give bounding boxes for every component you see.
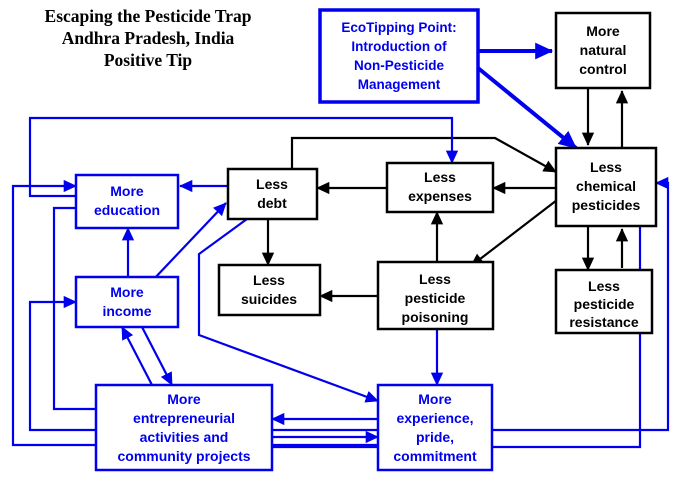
natural-control-box[interactable]	[554, 11, 652, 90]
entrepreneurial-line-4: community projects	[117, 448, 250, 464]
edge-income-to-entrepreneurial	[141, 326, 173, 386]
experience-box[interactable]	[376, 383, 494, 472]
poisoning-line-3: poisoning	[402, 309, 469, 325]
pesticide-resistance-line-1: Less	[588, 278, 620, 294]
title-line-3: Positive Tip	[104, 50, 193, 70]
entrepreneurial-line-1: More	[167, 391, 201, 407]
node-pesticide-resistance[interactable]: Less pesticide resistance	[554, 268, 654, 335]
experience-line-3: pride,	[416, 429, 454, 445]
poisoning-line-1: Less	[419, 271, 451, 287]
expenses-line-1: Less	[424, 169, 456, 185]
tipping-point-box[interactable]	[318, 8, 480, 104]
node-natural-control[interactable]: More natural control	[554, 11, 652, 90]
tipping-point-line-1: EcoTipping Point:	[341, 20, 456, 35]
education-box[interactable]	[74, 173, 180, 230]
node-debt[interactable]: Less debt	[226, 167, 319, 221]
edge-experience-to-chemical-pesticides	[492, 176, 670, 432]
income-box[interactable]	[74, 275, 180, 329]
entrepreneurial-line-3: activities and	[140, 429, 229, 445]
title-line-1: Escaping the Pesticide Trap	[45, 6, 252, 26]
node-suicides[interactable]: Less suicides	[217, 263, 322, 317]
debt-line-2: debt	[257, 195, 287, 211]
tipping-point-line-3: Non-Pesticide	[354, 58, 445, 73]
node-expenses[interactable]: Less expenses	[385, 161, 495, 214]
node-income[interactable]: More income	[74, 275, 180, 329]
suicides-line-1: Less	[253, 272, 285, 288]
edge-chemical-pesticides-to-poisoning	[470, 199, 558, 267]
edge-debt-to-experience	[197, 218, 379, 403]
entrepreneurial-box[interactable]	[94, 383, 274, 472]
title-line-2: Andhra Pradesh, India	[62, 28, 235, 48]
entrepreneurial-line-2: entrepreneurial	[133, 410, 235, 426]
debt-box[interactable]	[226, 167, 319, 221]
poisoning-line-2: pesticide	[405, 290, 466, 306]
poisoning-box[interactable]	[376, 260, 495, 331]
expenses-line-2: expenses	[408, 188, 472, 204]
edge-tipping-point-to-chemical-pesticides	[476, 66, 578, 150]
pesticide-resistance-box[interactable]	[554, 268, 654, 335]
experience-line-2: experience,	[396, 410, 473, 426]
suicides-line-2: suicides	[241, 291, 297, 307]
pesticide-resistance-line-2: pesticide	[574, 296, 635, 312]
chemical-pesticides-line-2: chemical	[576, 178, 636, 194]
chemical-pesticides-line-1: Less	[590, 159, 622, 175]
node-chemical-pesticides[interactable]: Less chemical pesticides	[554, 146, 658, 228]
tipping-point-line-2: Introduction of	[351, 39, 447, 54]
edge-debt-to-chemical-pesticides	[290, 136, 557, 173]
income-line-2: income	[102, 303, 151, 319]
black-link-layer	[261, 88, 629, 303]
chemical-pesticides-box[interactable]	[554, 146, 658, 228]
page-title: Escaping the Pesticide Trap Andhra Prade…	[45, 6, 252, 70]
experience-line-4: commitment	[393, 448, 477, 464]
natural-control-line-3: control	[579, 61, 626, 77]
debt-line-1: Less	[256, 176, 288, 192]
edge-education-to-chemical-pesticides	[28, 116, 459, 198]
node-education[interactable]: More education	[74, 173, 180, 230]
suicides-box[interactable]	[217, 263, 322, 317]
natural-control-line-2: natural	[580, 42, 627, 58]
experience-line-1: More	[418, 391, 452, 407]
education-line-1: More	[110, 183, 144, 199]
node-experience[interactable]: More experience, pride, commitment	[376, 383, 494, 472]
pesticide-resistance-line-3: resistance	[569, 314, 638, 330]
node-tipping-point[interactable]: EcoTipping Point: Introduction of Non-Pe…	[318, 8, 480, 104]
education-line-2: education	[94, 202, 160, 218]
chemical-pesticides-line-3: pesticides	[572, 197, 641, 213]
tipping-point-line-4: Management	[358, 77, 441, 92]
edge-income-to-debt	[151, 202, 227, 282]
natural-control-line-1: More	[586, 23, 620, 39]
edge-entrepreneurial-to-income	[121, 326, 153, 386]
node-entrepreneurial[interactable]: More entrepreneurial activities and comm…	[94, 383, 274, 472]
node-poisoning[interactable]: Less pesticide poisoning	[376, 260, 495, 331]
income-line-1: More	[110, 284, 144, 300]
expenses-box[interactable]	[385, 161, 495, 214]
